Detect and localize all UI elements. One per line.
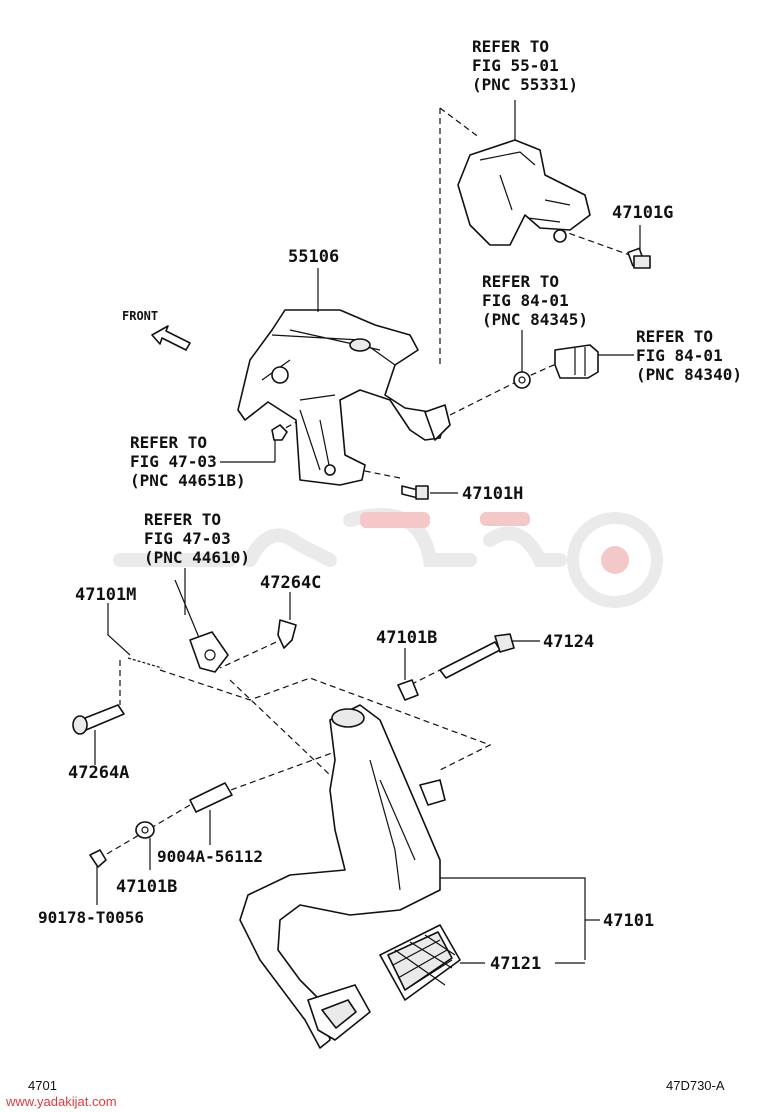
label-47264A: 47264A bbox=[68, 763, 129, 783]
footer-website: www.yadakijat.com bbox=[5, 1094, 117, 1109]
bolt-47101H bbox=[401, 485, 458, 500]
ref-84345-line3: (PNC 84345) bbox=[482, 310, 588, 329]
pedal-pad-47121 bbox=[379, 924, 585, 1001]
label-9004A: 9004A-56112 bbox=[157, 847, 263, 866]
footer: 4701 47D730-A www.yadakijat.com bbox=[5, 1078, 725, 1109]
label-47101B-top: 47101B bbox=[376, 628, 437, 648]
ref-84340-line2: FIG 84-01 bbox=[636, 346, 723, 365]
label-47101: 47101 bbox=[603, 911, 654, 931]
support-bracket bbox=[457, 100, 591, 246]
ref-55331-line1: REFER TO bbox=[472, 37, 549, 56]
label-47101G: 47101G bbox=[612, 203, 673, 223]
bushing-47101B-bottom bbox=[135, 821, 155, 870]
ref-84345-line2: FIG 84-01 bbox=[482, 291, 569, 310]
front-arrow-icon bbox=[151, 325, 191, 351]
ref-44651B-line3: (PNC 44651B) bbox=[130, 471, 246, 490]
ref-55331-line3: (PNC 55331) bbox=[472, 75, 578, 94]
bolt-47124 bbox=[439, 633, 540, 679]
label-47121: 47121 bbox=[490, 954, 541, 974]
label-47101H: 47101H bbox=[462, 484, 523, 504]
clip-84345 bbox=[513, 330, 531, 389]
brake-pedal-47101 bbox=[239, 704, 600, 1049]
ref-44610-line1: REFER TO bbox=[144, 510, 221, 529]
ref-44610-line2: FIG 47-03 bbox=[144, 529, 231, 548]
ref-84345-line1: REFER TO bbox=[482, 272, 559, 291]
label-47124: 47124 bbox=[543, 632, 594, 652]
ref-44610-line3: (PNC 44610) bbox=[144, 548, 250, 567]
switch-84340 bbox=[554, 344, 634, 379]
label-47101B-bottom: 47101B bbox=[116, 877, 177, 897]
ref-84340-line3: (PNC 84340) bbox=[636, 365, 742, 384]
cable-44610 bbox=[174, 568, 229, 673]
footer-left-code: 4701 bbox=[28, 1078, 57, 1093]
spring-47101M bbox=[107, 603, 163, 669]
watermark-logo bbox=[113, 508, 663, 608]
label-55106: 55106 bbox=[288, 247, 339, 267]
bolt-47101G bbox=[627, 247, 651, 269]
ref-44651B-line2: FIG 47-03 bbox=[130, 452, 217, 471]
pin-47264A bbox=[72, 704, 125, 765]
clip-47264C bbox=[277, 592, 297, 649]
collar-9004A bbox=[189, 782, 233, 845]
footer-right-code: 47D730-A bbox=[666, 1078, 725, 1093]
label-47264C: 47264C bbox=[260, 573, 321, 593]
nut-90178 bbox=[89, 849, 107, 905]
ref-55331-line2: FIG 55-01 bbox=[472, 56, 559, 75]
pedal-bracket-55106 bbox=[237, 268, 451, 486]
ref-84340-line1: REFER TO bbox=[636, 327, 713, 346]
nut-44651B bbox=[220, 424, 288, 463]
label-47101M: 47101M bbox=[75, 585, 136, 605]
label-90178: 90178-T0056 bbox=[38, 908, 144, 927]
ref-44651B-line1: REFER TO bbox=[130, 433, 207, 452]
labels: REFER TO FIG 55-01 (PNC 55331) 47101G 55… bbox=[38, 37, 742, 974]
bushing-47101B-top bbox=[397, 648, 419, 701]
label-front: FRONT bbox=[122, 309, 158, 323]
